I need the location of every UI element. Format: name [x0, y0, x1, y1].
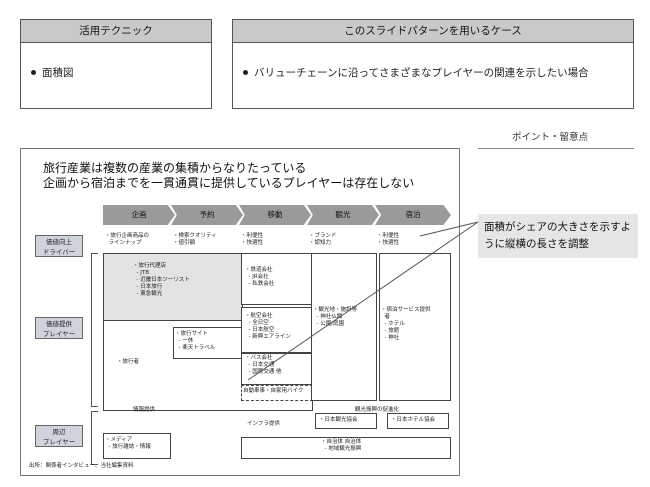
point-divider: [478, 148, 634, 149]
usecase-bullet: バリューチェーンに沿ってさまざまなプレイヤーの関連を示したい場合: [254, 67, 589, 79]
stage-sightseeing: 観光: [307, 205, 379, 225]
air-box: [241, 307, 313, 353]
stay-box: [379, 253, 451, 401]
stage-move: 移動: [239, 205, 311, 225]
agency-box: [103, 253, 243, 321]
slide-title-line1: 旅行産業は複数の産業の集積からなりたっている: [43, 161, 307, 175]
agency-text: ・旅行代理店 - JTB - 近畿日本ツーリスト - 日本旅行 - 東急観光: [133, 263, 190, 297]
sightseeing-box: [311, 253, 377, 401]
media-box: [103, 433, 171, 459]
driver-plan: ・旅行企画商品の ラインナップ: [105, 233, 150, 246]
bus-text: ・バス会社 - 日本交通 - 国際交通 他: [245, 355, 282, 375]
stage-plan: 企画: [103, 205, 175, 225]
core-brace: [91, 253, 98, 407]
source-text: 出所：関係者インタビュー、当社編集資料: [29, 463, 134, 469]
rail-text: ・鉄道会社 - JR会社 - 私鉄会社: [245, 267, 275, 287]
slide-thumbnail: 旅行産業は複数の産業の集積からなりたっている 企画から宿泊までを一貫通貫に提供し…: [20, 148, 460, 476]
carrental-text: 自動車事・自家用バイク: [243, 388, 304, 394]
point-label: ポイント・留意点: [512, 132, 589, 143]
callout-box: 面積がシェアの大きさを示すように縦横の長さを調整: [478, 214, 638, 258]
local-gov-text: ・自治体 自治体 - 地域観光振興: [321, 439, 362, 452]
driver-stay: ・利便性 ・快適性: [377, 233, 400, 246]
technique-header: 活用テクニック: [21, 20, 211, 43]
technique-bullet: 面積図: [42, 67, 74, 79]
slide-title-line2: 企画から宿泊までを一貫通貫に提供しているプレイヤーは存在しない: [43, 176, 415, 190]
driver-booking: ・検索クオリティ ・値引額: [173, 233, 217, 246]
row-label-driver: 価値向上 ドライバー: [35, 235, 83, 257]
hotel-assoc-text: ・日本ホテル協会: [391, 417, 436, 423]
bullet-icon: [243, 69, 248, 75]
technique-panel: 活用テクニック 面積図: [20, 19, 212, 109]
label-infra: インフラ提供: [247, 421, 280, 427]
slide-title: 旅行産業は複数の産業の集積からなりたっている 企画から宿泊までを一貫通貫に提供し…: [43, 161, 414, 191]
rail-box: [241, 253, 313, 305]
tourism-assoc-box: [315, 413, 377, 429]
stay-text: ・宿泊サービス提供 者 - ホテル - 旅館 - 神社: [381, 307, 431, 341]
label-promo: 観光振興の促進化: [355, 407, 400, 413]
row-label-support: 周辺 プレイヤー: [35, 425, 83, 447]
travel-site-box: [173, 327, 243, 359]
local-gov-box: [241, 437, 451, 459]
usecase-header: このスライドパターンを用いるケース: [233, 20, 633, 43]
hotel-assoc-box: [387, 413, 449, 429]
leader-line-bottom: [247, 221, 479, 381]
leader-line-top: [419, 221, 479, 237]
support-brace: [91, 411, 98, 465]
tourism-assoc-text: ・日本観光協会: [319, 417, 358, 423]
usecase-panel: このスライドパターンを用いるケース バリューチェーンに沿ってさまざまなプレイヤー…: [232, 19, 634, 109]
stage-booking: 予約: [171, 205, 243, 225]
sightseeing-text: ・観光地・施設等 - 神社仏閣 - 公園/庭園: [313, 307, 358, 327]
traveler-text: ・旅行者: [117, 359, 140, 365]
media-text: ・メディア - 旅行雑誌・情報: [105, 437, 151, 450]
travel-site-text: ・旅行サイト - 一休 - 楽天トラベル: [175, 331, 216, 351]
label-info: 情報提供: [133, 407, 156, 413]
driver-sightseeing: ・ブランド ・認知力: [309, 233, 337, 246]
bullet-icon: [31, 69, 36, 75]
driver-move: ・利便性 ・快適性: [241, 233, 264, 246]
row-label-core: 価値提供 プレイヤー: [35, 317, 83, 339]
stage-stay: 宿泊: [375, 205, 451, 225]
air-text: ・航空会社 - 全日空 - 日本航空 - 新興エアライン: [245, 313, 291, 340]
